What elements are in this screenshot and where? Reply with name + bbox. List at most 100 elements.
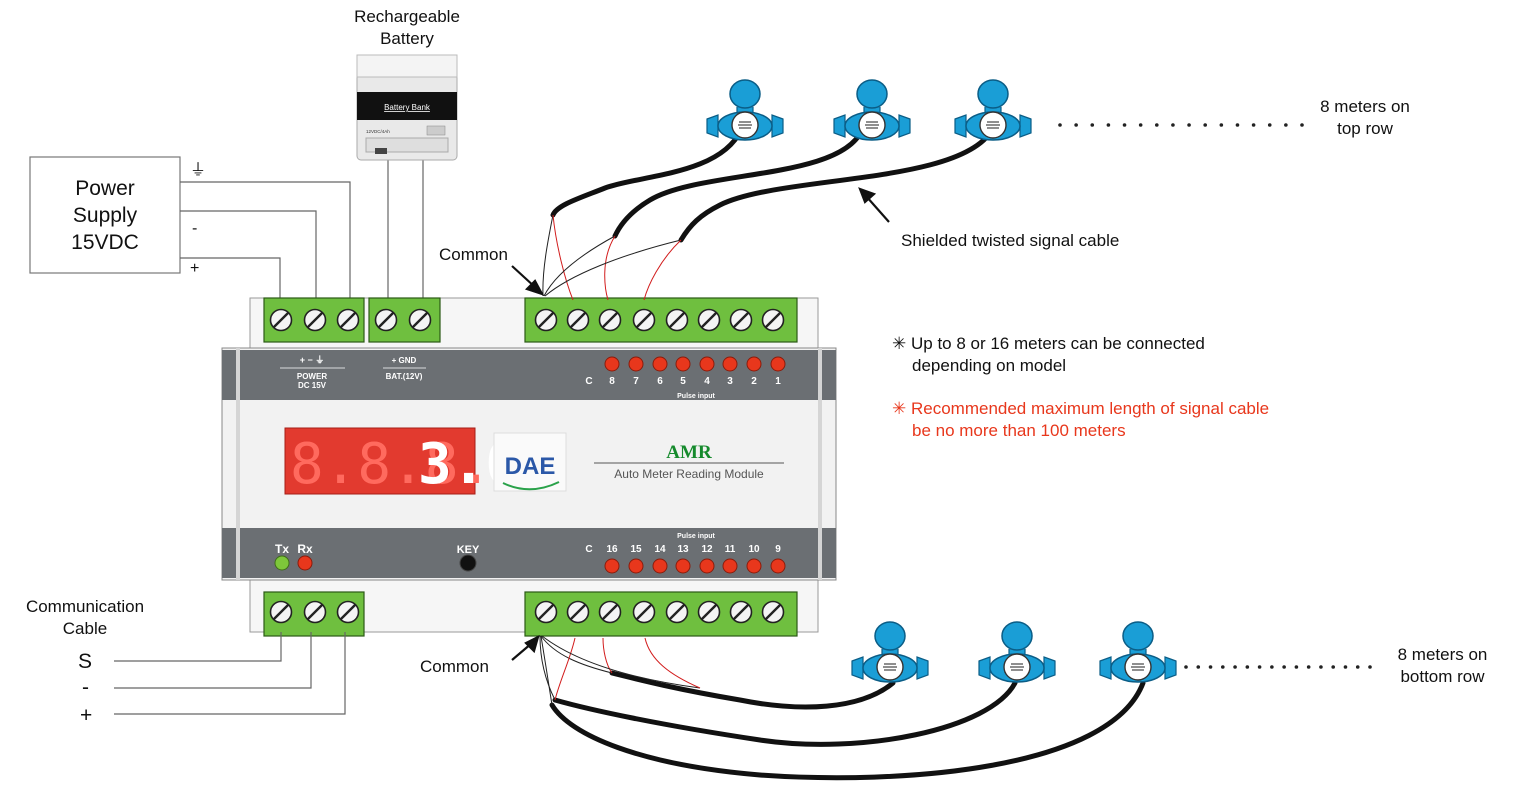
bottom-pulse-led — [699, 558, 715, 574]
note-marker-icon: ✳ — [892, 334, 907, 353]
continuation-dot — [1208, 665, 1213, 669]
top-pulse-led — [770, 356, 786, 372]
power-supply-line3: 15VDC — [71, 231, 139, 254]
top-channel-label: C — [585, 376, 592, 387]
communication-title-line2: Cable — [62, 619, 108, 638]
continuation-dot — [1319, 665, 1323, 669]
continuation-dot — [1368, 665, 1372, 669]
terminal-block-pulse-top — [524, 297, 798, 343]
tx-led — [274, 555, 290, 571]
bottom-continuation-dots — [1184, 665, 1372, 669]
power-signs: + − ⏚ — [300, 355, 325, 365]
dae-logo-text: DAE — [505, 453, 556, 480]
arrows — [511, 187, 890, 661]
top-pulse-led — [675, 356, 691, 372]
amr-subtitle: Auto Meter Reading Module — [614, 467, 764, 481]
bottom-pulse-led — [746, 558, 762, 574]
bottom-common-label: Common — [420, 657, 489, 676]
power-wires — [180, 160, 424, 310]
continuation-dot — [1245, 665, 1250, 669]
terminal-block-pulse-bottom — [524, 591, 798, 637]
bottom-pulse-led — [604, 558, 620, 574]
power-sub-label: DC 15V — [298, 381, 327, 390]
top-pulse-led — [604, 356, 620, 372]
note-cable-length: ✳ Recommended maximum length of signal c… — [892, 398, 1269, 442]
water-meter-icon — [954, 79, 1032, 141]
bottom-channel-label: 14 — [654, 544, 666, 555]
dae-logo: DAE — [493, 432, 567, 492]
amr-title: AMR — [666, 442, 712, 463]
battery-terminal-label: BAT.(12V) — [386, 372, 423, 381]
bottom-channel-label: 16 — [606, 544, 618, 555]
power-supply-box — [29, 156, 181, 274]
top-pulse-led — [652, 356, 668, 372]
top-channel-label: 8 — [609, 376, 615, 387]
water-meter-icon — [833, 79, 911, 141]
continuation-dot — [1221, 665, 1225, 669]
bottom-signal-cables — [539, 635, 1146, 781]
continuation-dot — [1282, 665, 1286, 669]
bottom-pulse-led — [652, 558, 668, 574]
top-continuation-dots — [1058, 123, 1304, 127]
continuation-dot — [1090, 123, 1095, 127]
bottom-meters-label: 8 meters on bottom row — [1375, 644, 1510, 688]
continuation-dot — [1267, 123, 1272, 127]
power-supply-line1: Power — [75, 177, 135, 200]
continuation-dot — [1270, 665, 1274, 669]
bottom-channel-label: 15 — [630, 544, 642, 555]
continuation-dot — [1187, 123, 1191, 127]
minus-symbol: - — [192, 220, 198, 237]
top-pulse-led — [628, 356, 644, 372]
top-channel-label: 1 — [775, 376, 781, 387]
continuation-dot — [1300, 123, 1304, 127]
plus-symbol: + — [190, 260, 200, 277]
tx-label: Tx — [275, 542, 289, 556]
continuation-dot — [1233, 665, 1237, 669]
bottom-channel-label: 10 — [748, 544, 760, 555]
bottom-channel-label: 11 — [725, 544, 736, 555]
continuation-dot — [1219, 123, 1224, 127]
rx-led — [297, 555, 313, 571]
top-meters-label: 8 meters on top row — [1300, 96, 1430, 140]
continuation-dot — [1235, 123, 1240, 127]
bottom-row-meters — [851, 621, 1177, 683]
continuation-dot — [1196, 665, 1201, 669]
water-meter-icon — [851, 621, 929, 683]
top-pulse-led — [699, 356, 715, 372]
continuation-dot — [1355, 665, 1360, 669]
battery-small-text: 12VDC/4Ah — [366, 129, 390, 134]
power-supply-label: Power Supply 15VDC — [30, 175, 180, 256]
continuation-dot — [1331, 665, 1335, 669]
terminal-block-comm — [263, 591, 365, 637]
continuation-dot — [1122, 123, 1127, 127]
continuation-dot — [1074, 123, 1078, 127]
bottom-channel-label: C — [585, 544, 592, 555]
comm-s-label: S — [78, 650, 93, 673]
continuation-dot — [1155, 123, 1159, 127]
top-meters-line2: top row — [1337, 119, 1393, 138]
continuation-dot — [1184, 665, 1188, 669]
water-meter-icon — [706, 79, 784, 141]
terminal-block-power — [263, 297, 365, 343]
top-row-meters — [706, 79, 1032, 141]
top-channel-label: 4 — [704, 376, 710, 387]
pulse-input-bottom-label: Pulse input — [677, 533, 715, 540]
top-channel-label: 6 — [657, 376, 663, 387]
battery-label: Battery Bank — [384, 103, 431, 112]
bottom-pulse-led — [722, 558, 738, 574]
comm-wires — [114, 632, 346, 715]
bottom-channel-label: 12 — [701, 544, 713, 555]
top-channel-label: 2 — [751, 376, 757, 387]
note-2-line1: Recommended maximum length of signal cab… — [910, 399, 1270, 418]
power-label: POWER — [297, 372, 327, 381]
battery-bank-icon: Battery Bank 12VDC/4Ah — [356, 54, 458, 161]
battery-title-line1: Rechargeable — [354, 7, 460, 26]
key-button[interactable] — [459, 554, 477, 572]
top-pulse-led — [722, 356, 738, 372]
signal-cable-label: Shielded twisted signal cable — [901, 231, 1120, 250]
top-meters-line1: 8 meters on — [1320, 97, 1410, 116]
continuation-dot — [1306, 665, 1311, 669]
continuation-dot — [1257, 665, 1262, 669]
